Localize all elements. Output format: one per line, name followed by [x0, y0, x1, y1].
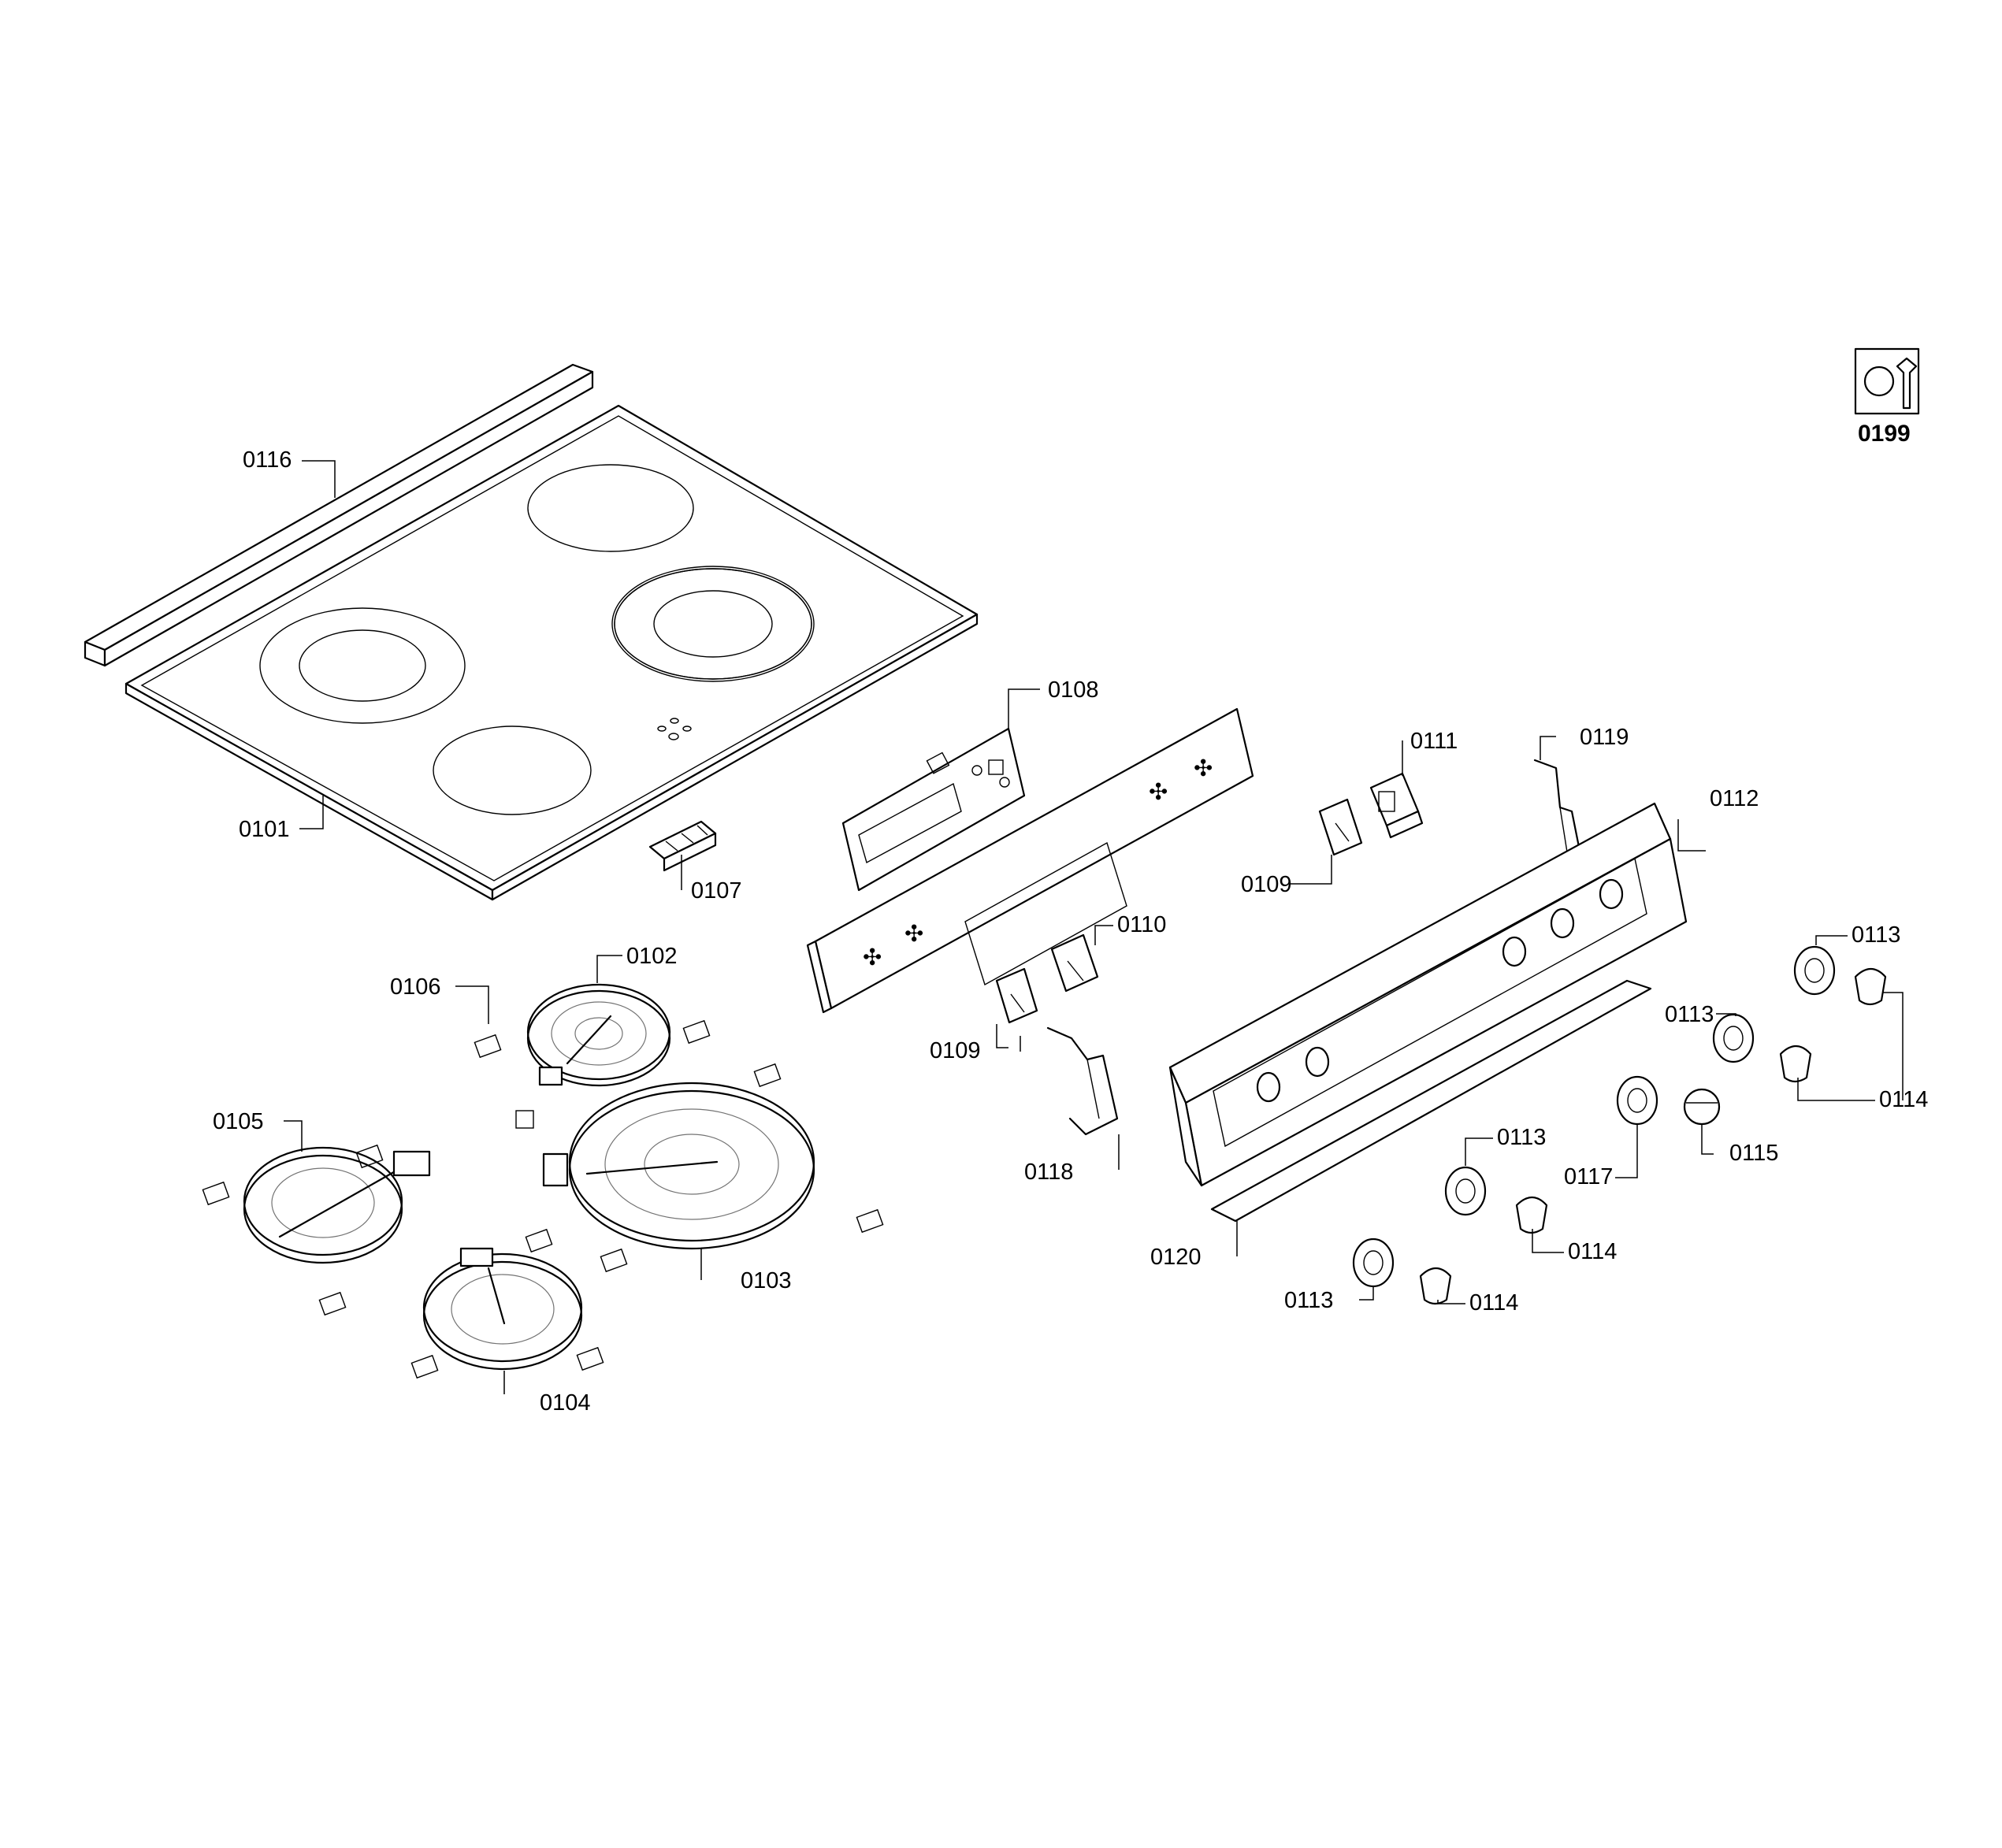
part-0116-trim-strip[interactable] [84, 363, 594, 667]
label-0117: 0117 [1564, 1164, 1613, 1189]
label-0106: 0106 [390, 974, 441, 1000]
part-0105-burner-medium[interactable] [243, 1146, 431, 1264]
part-0101-glass-cooktop[interactable] [124, 404, 979, 901]
label-0112: 0112 [1710, 786, 1759, 811]
label-0109-upper: 0109 [1241, 872, 1292, 897]
label-0113-b: 0113 [1665, 1002, 1714, 1027]
svg-text:✣: ✣ [1194, 756, 1213, 781]
label-0116: 0116 [243, 447, 292, 473]
label-0115: 0115 [1729, 1141, 1778, 1166]
part-0107-terminal-block[interactable] [648, 820, 717, 872]
label-0104: 0104 [540, 1390, 591, 1416]
svg-text:✣: ✣ [1149, 780, 1168, 805]
part-0111-switch[interactable] [1369, 772, 1424, 839]
part-0114-knobs[interactable] [1419, 967, 1887, 1305]
label-0110: 0110 [1117, 912, 1166, 937]
control-panel-back: ✣ ✣ ✣ ✣ [806, 707, 1254, 1014]
label-0113-d: 0113 [1284, 1288, 1333, 1313]
part-0118-bracket[interactable] [1046, 1026, 1119, 1136]
part-0104-burner-medium[interactable] [422, 1247, 583, 1371]
part-0106-clips[interactable] [202, 1019, 884, 1379]
svg-text:✣: ✣ [863, 945, 882, 970]
leader-lines [284, 460, 1904, 1394]
label-0113-c: 0113 [1497, 1125, 1546, 1150]
label-0114-c: 0114 [1469, 1290, 1518, 1315]
label-0103: 0103 [741, 1268, 792, 1293]
label-0111: 0111 [1410, 729, 1458, 754]
label-0113-a: 0113 [1852, 922, 1900, 948]
label-0114-a: 0114 [1879, 1087, 1928, 1112]
label-0102: 0102 [626, 944, 678, 969]
label-0105: 0105 [213, 1109, 264, 1134]
part-labels: 0116 0101 0107 0108 0102 0106 0105 0103 … [213, 421, 1928, 1416]
part-0117-ring[interactable] [1616, 1075, 1658, 1126]
label-0107: 0107 [691, 878, 742, 904]
part-0120-lower-trim[interactable] [1210, 979, 1652, 1223]
part-0110-switch[interactable] [1050, 933, 1099, 993]
svg-text:✣: ✣ [904, 922, 923, 947]
label-0119: 0119 [1580, 725, 1629, 750]
part-0119-bracket[interactable] [1533, 759, 1581, 860]
part-0103-burner-large[interactable] [542, 1082, 815, 1250]
part-0108-control-board[interactable] [841, 727, 1026, 892]
label-0120: 0120 [1150, 1245, 1202, 1270]
wrench-icon[interactable] [1854, 347, 1920, 415]
part-0112-control-panel[interactable] [1168, 802, 1688, 1187]
label-0114-b: 0114 [1568, 1239, 1617, 1264]
label-0199: 0199 [1858, 421, 1911, 447]
part-0102-burner-small[interactable] [526, 983, 671, 1087]
label-0108: 0108 [1048, 677, 1099, 703]
label-0109-lower: 0109 [930, 1038, 981, 1063]
part-0113-rings[interactable] [1352, 945, 1836, 1288]
part-0109-switch-upper[interactable] [1318, 798, 1363, 856]
label-0101: 0101 [239, 817, 290, 842]
part-0115-button[interactable] [1683, 1088, 1721, 1126]
part-0109-switch-lower[interactable] [995, 967, 1038, 1024]
label-0118: 0118 [1024, 1160, 1073, 1185]
